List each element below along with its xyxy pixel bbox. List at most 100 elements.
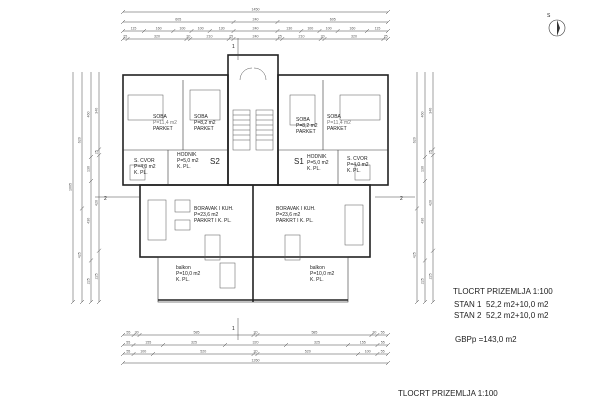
dimension-label: 520 (200, 350, 206, 354)
svg-text:P=4,0 m2: P=4,0 m2 (134, 164, 156, 170)
svg-text:P=10,0 m2: P=10,0 m2 (310, 271, 335, 277)
dimension-label: 605 (330, 18, 336, 22)
dimension-label: 425 (78, 252, 82, 258)
gross-area: GBPp =143,0 m2 (455, 335, 517, 344)
svg-text:K. PL.: K. PL. (307, 166, 321, 172)
title-block: TLOCRT PRIZEMLJA 1:100 STAN 1 52,2 m2+10… (398, 287, 553, 398)
dimension-label: 25 (384, 35, 388, 39)
dimension-label: 1260 (252, 359, 260, 363)
dimension-label: 425 (413, 252, 417, 258)
dimension-label: 100 (326, 27, 332, 31)
dimension-label: 520 (305, 350, 311, 354)
dimension-label: 605 (175, 18, 181, 22)
svg-text:S1: S1 (294, 157, 304, 166)
svg-text:P=23,6 m2: P=23,6 m2 (194, 212, 219, 218)
svg-text:SOBA: SOBA (327, 114, 342, 120)
svg-text:P=8,2 m2: P=8,2 m2 (296, 123, 318, 129)
dimension-label: 225 (421, 278, 425, 284)
svg-text:K. PL.: K. PL. (310, 277, 324, 283)
svg-text:2: 2 (104, 196, 107, 202)
dimension-label: 25 (123, 35, 127, 39)
dimension-label: 585 (194, 331, 200, 335)
svg-text:balkon: balkon (176, 265, 191, 271)
dimension-label: 55 (381, 350, 385, 354)
svg-text:PARKRT I K. PL.: PARKRT I K. PL. (276, 218, 314, 224)
dimension-label: 340 (95, 108, 99, 114)
dimension-label: 225 (429, 273, 433, 279)
svg-text:P=8,2 m2: P=8,2 m2 (194, 120, 216, 126)
dimension-label: 100 (365, 350, 371, 354)
dimension-label: 620 (78, 137, 82, 143)
dimension-label: 320 (253, 341, 259, 345)
svg-text:PARKET: PARKET (153, 126, 173, 132)
svg-text:K. PL.: K. PL. (177, 164, 191, 170)
dimension-label: 115 (375, 27, 381, 31)
dimension-label: 160 (349, 27, 355, 31)
dimension-label: 240 (253, 35, 259, 39)
dimension-label: 420 (429, 200, 433, 206)
svg-text:SOBA: SOBA (296, 117, 311, 123)
dimension-label: 585 (311, 331, 317, 335)
svg-text:K. PL.: K. PL. (176, 277, 190, 283)
dimension-label: 55 (126, 341, 130, 345)
svg-text:2: 2 (400, 196, 403, 202)
svg-text:P=5,0 m2: P=5,0 m2 (307, 160, 329, 166)
svg-text:K. PL.: K. PL. (134, 170, 148, 176)
dimension-label: 100 (179, 27, 185, 31)
dimension-label: 620 (413, 137, 417, 143)
svg-text:P=23,6 m2: P=23,6 m2 (276, 212, 301, 218)
dimension-label: 155 (360, 341, 366, 345)
dimension-label: 420 (95, 200, 99, 206)
dimension-label: 240 (253, 27, 259, 31)
room-labels-right: SOBA P=8,2 m2 PARKET SOBA P=11,4 m2 PARK… (276, 114, 369, 283)
dimension-label: 1005 (69, 183, 73, 191)
dimension-label: 100 (307, 27, 313, 31)
dimension-label: 30 (372, 331, 376, 335)
area-unit-2-value: 52,2 m2+10,0 m2 (486, 311, 549, 320)
dimension-label: 325 (314, 341, 320, 345)
dimension-label: 25 (278, 35, 282, 39)
dimension-label: 460 (421, 111, 425, 117)
dimension-label: 460 (87, 111, 91, 117)
dimension-label: 25 (429, 150, 433, 154)
room-labels-left: SOBA P=11,4 m2 PARKET SOBA P=8,2 m2 PARK… (134, 114, 234, 283)
dimension-label: 55 (381, 331, 385, 335)
dimension-label: 240 (253, 18, 259, 22)
svg-text:PARKET: PARKET (296, 129, 316, 135)
dimension-label: 100 (198, 27, 204, 31)
bottom-title: TLOCRT PRIZEMLJA 1:100 (398, 389, 498, 398)
dimension-label: 55 (126, 331, 130, 335)
plan-title: TLOCRT PRIZEMLJA 1:100 (453, 287, 553, 296)
svg-text:P=5,0 m2: P=5,0 m2 (177, 158, 199, 164)
svg-text:S2: S2 (210, 157, 220, 166)
dimension-label: 210 (299, 35, 305, 39)
svg-text:S. CVOR: S. CVOR (134, 158, 155, 164)
dimension-label: 225 (95, 273, 99, 279)
section-marks: 1 1 2 2 (95, 38, 415, 340)
dimension-label: 430 (87, 218, 91, 224)
svg-text:P=10,0 m2: P=10,0 m2 (176, 271, 201, 277)
svg-text:PARKRT I K. PL.: PARKRT I K. PL. (194, 218, 232, 224)
svg-text:1: 1 (232, 326, 235, 332)
svg-text:balkon: balkon (310, 265, 325, 271)
dimension-label: 100 (140, 350, 146, 354)
dimension-label: 25 (229, 35, 233, 39)
svg-text:P=4,0 m2: P=4,0 m2 (347, 162, 369, 168)
dimension-label: 320 (351, 35, 357, 39)
svg-text:BORAVAK I KUH.: BORAVAK I KUH. (276, 206, 316, 212)
area-unit-1-value: 52,2 m2+10,0 m2 (486, 300, 549, 309)
building-walls (122, 54, 389, 303)
svg-text:1: 1 (232, 44, 235, 50)
dimension-label: 20 (321, 35, 325, 39)
dimension-label: 20 (254, 331, 258, 335)
area-unit-2-label: STAN 2 (454, 311, 482, 320)
dimension-label: 55 (126, 350, 130, 354)
svg-text:HODNIK: HODNIK (307, 154, 327, 160)
svg-text:P=11,4 m2: P=11,4 m2 (327, 120, 351, 126)
dimension-label: 210 (206, 35, 212, 39)
dimension-label: 160 (156, 27, 162, 31)
svg-text:SOBA: SOBA (194, 114, 209, 120)
area-unit-1-label: STAN 1 (454, 300, 482, 309)
